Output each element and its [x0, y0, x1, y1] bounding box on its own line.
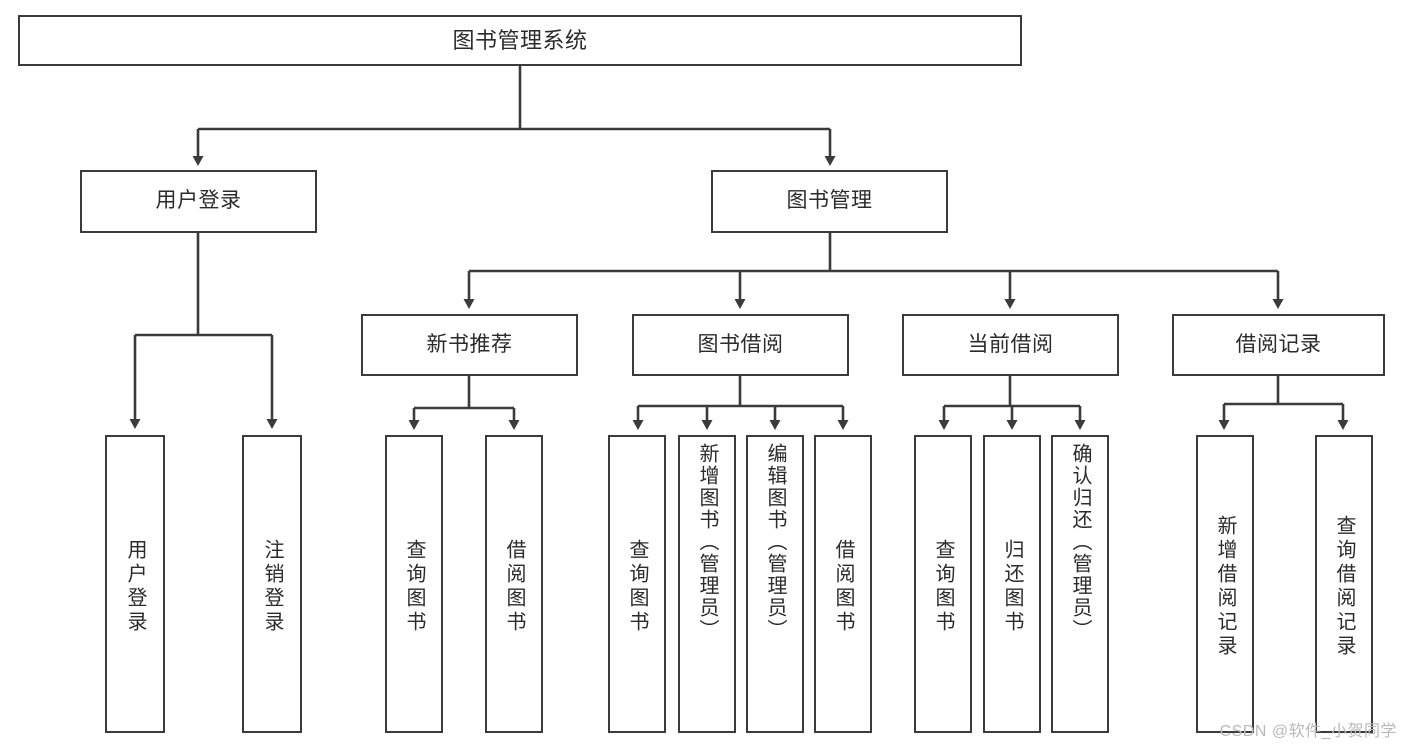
node-label: 借阅记录 [1235, 332, 1322, 356]
node-label: 新书推荐 [426, 332, 513, 356]
node-label: 借阅图书 [832, 539, 854, 635]
node-label: 新增借阅记录 [1214, 515, 1236, 659]
node-book-manage[interactable]: 图书管理 [711, 170, 948, 233]
watermark-text: CSDN @软件_小贺同学 [1219, 723, 1397, 740]
node-new-book-recommend[interactable]: 新书推荐 [361, 314, 578, 376]
node-user-login[interactable]: 用户登录 [80, 170, 317, 233]
node-label: 借阅图书 [503, 539, 525, 635]
leaf-borrow-records-1[interactable]: 查询借阅记录 [1315, 435, 1373, 733]
leaf-book-borrow-3[interactable]: 借阅图书 [814, 435, 872, 733]
node-label: 新增图书（管理员） [696, 443, 718, 641]
node-root-system[interactable]: 图书管理系统 [18, 15, 1022, 66]
node-label: 图书管理 [786, 189, 873, 213]
leaf-borrow-records-0[interactable]: 新增借阅记录 [1196, 435, 1254, 733]
leaf-new-book-0[interactable]: 查询图书 [385, 435, 443, 733]
node-label: 查询借阅记录 [1333, 515, 1355, 659]
leaf-current-borrow-0[interactable]: 查询图书 [914, 435, 972, 733]
leaf-user-login-1[interactable]: 注销登录 [242, 435, 302, 733]
node-label: 图书借阅 [697, 332, 784, 356]
node-label: 查询图书 [626, 539, 648, 635]
node-label: 确认归还（管理员） [1069, 443, 1091, 641]
node-label: 归还图书 [1001, 539, 1023, 635]
node-book-borrow[interactable]: 图书借阅 [632, 314, 849, 376]
node-borrow-records[interactable]: 借阅记录 [1172, 314, 1385, 376]
node-label: 注销登录 [261, 539, 283, 635]
node-current-borrow[interactable]: 当前借阅 [902, 314, 1119, 376]
node-label: 编辑图书（管理员） [764, 443, 786, 641]
node-label: 用户登录 [124, 539, 146, 635]
node-label: 当前借阅 [967, 332, 1054, 356]
node-label: 图书管理系统 [452, 27, 588, 53]
leaf-current-borrow-2[interactable]: 确认归还（管理员） [1051, 435, 1109, 733]
leaf-current-borrow-1[interactable]: 归还图书 [983, 435, 1041, 733]
node-label: 查询图书 [403, 539, 425, 635]
leaf-book-borrow-1[interactable]: 新增图书（管理员） [678, 435, 736, 733]
leaf-user-login-0[interactable]: 用户登录 [105, 435, 165, 733]
leaf-book-borrow-2[interactable]: 编辑图书（管理员） [746, 435, 804, 733]
leaf-book-borrow-0[interactable]: 查询图书 [608, 435, 666, 733]
node-label: 用户登录 [155, 189, 242, 213]
leaf-new-book-1[interactable]: 借阅图书 [485, 435, 543, 733]
node-label: 查询图书 [932, 539, 954, 635]
